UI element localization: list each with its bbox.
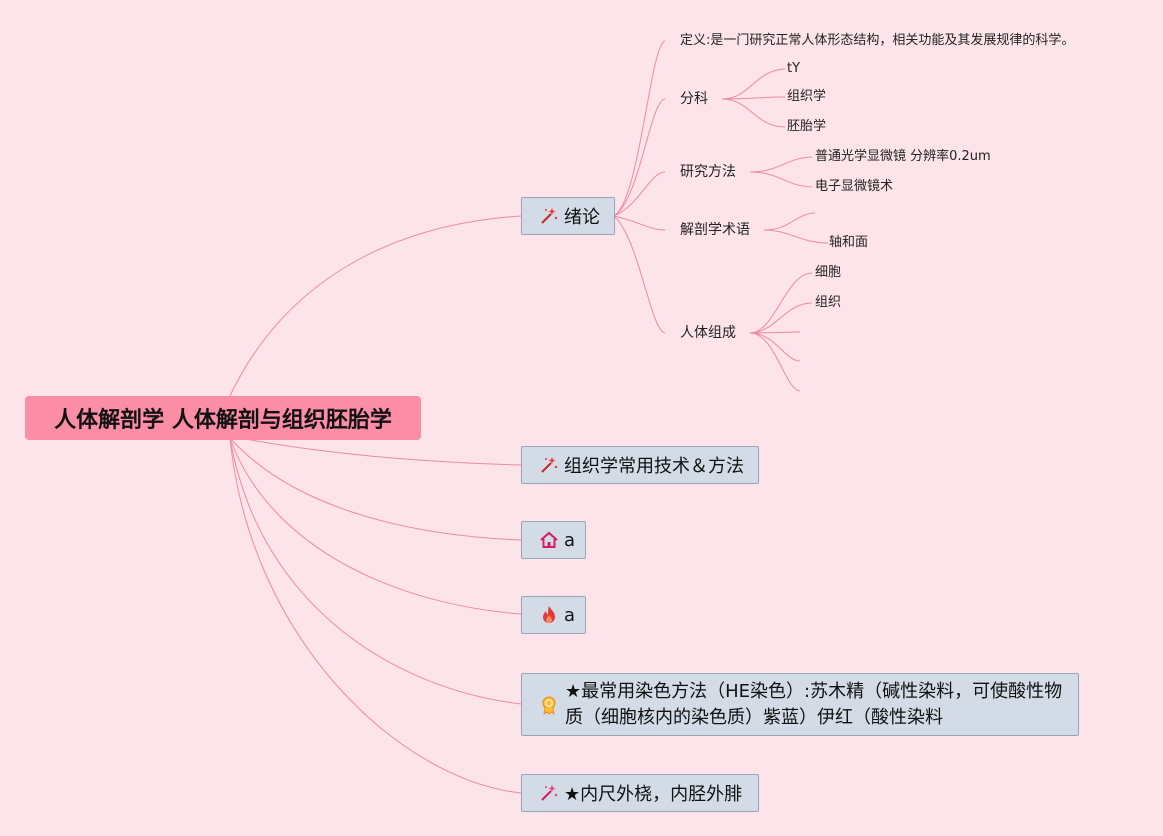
- topic-mnemonic[interactable]: ★内尺外桡，内胫外腓: [521, 774, 759, 812]
- topic-a-flame[interactable]: a: [521, 596, 586, 634]
- connector-composition-leaf-2: [749, 331, 801, 334]
- topic-a-flame-label: a: [564, 604, 576, 626]
- connector-intro-composition: [613, 215, 666, 334]
- leaf-branches-2[interactable]: 胚胎学: [787, 119, 827, 134]
- root-topic-label: 人体解剖学 人体解剖与组织胚胎学: [54, 408, 392, 433]
- connector-composition-leaf-4: [749, 332, 801, 392]
- subtopic-body-composition[interactable]: 人体组成: [680, 325, 736, 341]
- topic-introduction-label: 绪论: [564, 207, 600, 228]
- topic-mnemonic-label: ★内尺外桡，内胫外腓: [564, 784, 743, 805]
- magic-wand-icon: [539, 455, 559, 475]
- connector-intro-methods: [613, 171, 666, 217]
- connector-methods-leaf-1: [749, 171, 813, 188]
- connector-intro-terms: [613, 215, 666, 231]
- connector-branches-leaf-0: [721, 68, 786, 100]
- magic-wand-icon: [539, 206, 559, 226]
- subtopic-research-methods[interactable]: 研究方法: [680, 164, 736, 180]
- connector-intro-branches: [613, 98, 666, 217]
- leaf-methods-1[interactable]: 电子显微镜术: [815, 179, 894, 194]
- topic-introduction[interactable]: 绪论: [521, 197, 615, 235]
- topic-histology-techniques-label: 组织学常用技术＆方法: [564, 456, 744, 477]
- subtopic-anatomical-terms[interactable]: 解剖学术语: [680, 222, 750, 238]
- house-icon: [539, 530, 559, 550]
- topic-a-house[interactable]: a: [521, 521, 586, 559]
- connector-composition-leaf-0: [749, 272, 813, 334]
- connector-terms-leaf-0: [763, 212, 816, 231]
- connector-branches-leaf-1: [721, 96, 786, 100]
- flame-icon: [539, 605, 559, 625]
- connector-composition-leaf-1: [749, 302, 813, 334]
- award-icon: [539, 695, 559, 715]
- leaf-branches-0[interactable]: tY: [787, 61, 801, 76]
- subtopic-branches[interactable]: 分科: [680, 91, 708, 107]
- topic-he-staining[interactable]: ★最常用染色方法（HE染色）:苏木精（碱性染料，可使酸性物质（细胞核内的染色质）…: [521, 673, 1079, 736]
- connector-methods-leaf-0: [749, 156, 813, 173]
- connector-root-topic-2: [229, 437, 522, 541]
- leaf-composition-1[interactable]: 组织: [815, 295, 842, 310]
- leaf-methods-0[interactable]: 普通光学显微镜 分辨率0.2um: [815, 149, 991, 164]
- connector-branches-leaf-2: [721, 98, 786, 128]
- leaf-branches-1[interactable]: 组织学: [787, 89, 827, 104]
- topic-he-staining-label: ★最常用染色方法（HE染色）:苏木精（碱性染料，可使酸性物质（细胞核内的染色质）…: [565, 680, 1063, 728]
- magic-wand-icon: [539, 783, 559, 803]
- leaf-terms-1[interactable]: 轴和面: [829, 235, 869, 250]
- leaf-composition-0[interactable]: 细胞: [815, 265, 842, 280]
- connector-terms-leaf-1: [763, 229, 829, 244]
- connector-root-topic-5: [229, 437, 522, 794]
- root-topic[interactable]: 人体解剖学 人体解剖与组织胚胎学: [25, 396, 421, 440]
- topic-histology-techniques[interactable]: 组织学常用技术＆方法: [521, 446, 759, 484]
- connector-composition-leaf-3: [749, 332, 801, 362]
- connector-root-topic-4: [229, 437, 522, 705]
- connector-intro-definition: [613, 40, 666, 217]
- subtopic-definition[interactable]: 定义:是一门研究正常人体形态结构，相关功能及其发展规律的科学。: [680, 33, 1075, 48]
- connector-root-topic-3: [229, 437, 522, 615]
- topic-a-house-label: a: [564, 529, 576, 551]
- connector-root-topic-0: [229, 215, 522, 397]
- connector-root-topic-1: [229, 435, 522, 466]
